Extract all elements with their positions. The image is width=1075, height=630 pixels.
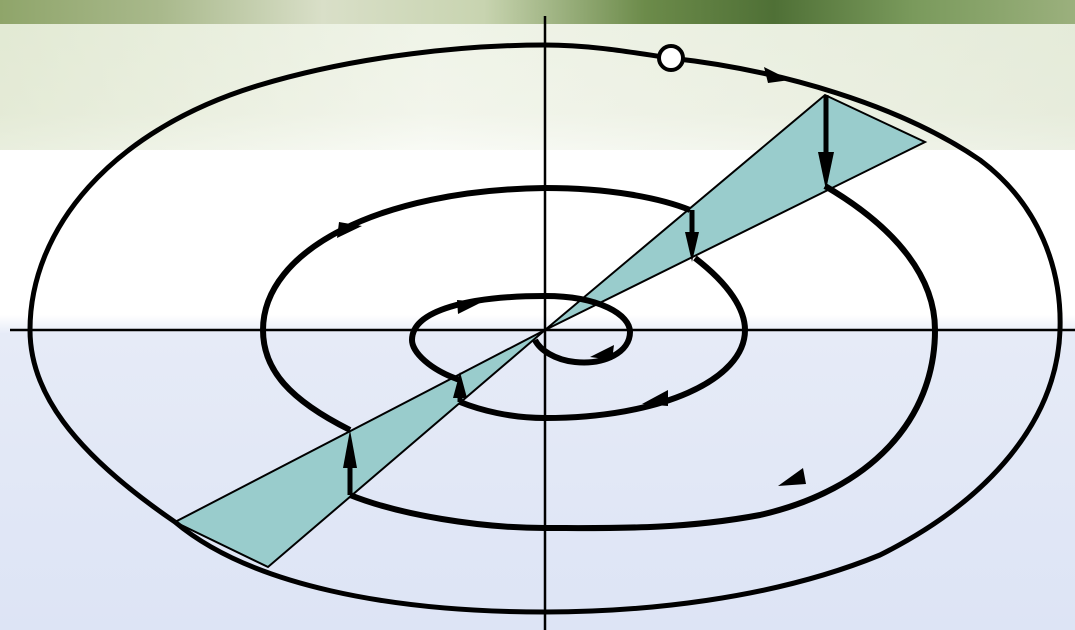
shaded-wedge-lower [175,330,545,567]
flow-arrow-inner-bottom [590,345,614,360]
start-marker [659,46,683,70]
spiral-turn-inner [412,296,630,380]
flow-arrow-third-lower-right [642,390,668,406]
flow-arrow-inner-top [457,300,482,314]
spiral-turn-third [263,188,690,430]
flow-arrow-second-right [778,468,806,486]
spiral-turn-second [350,186,935,528]
